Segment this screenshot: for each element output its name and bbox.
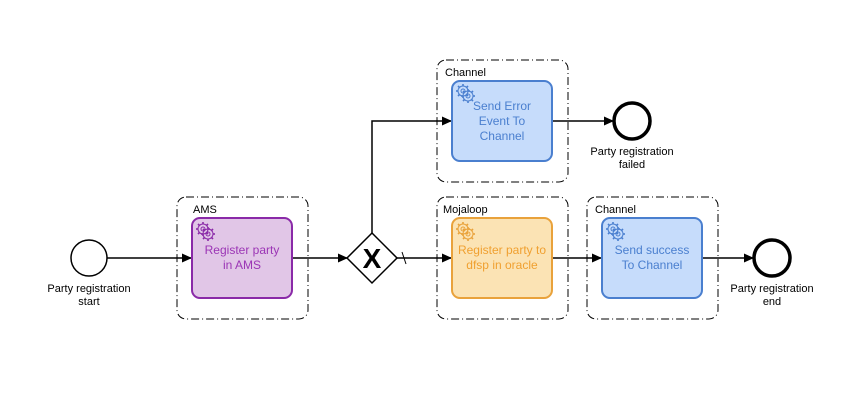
task-register-oracle[interactable]: [451, 217, 553, 299]
start-event[interactable]: [70, 239, 108, 277]
group-label-channel-success: Channel: [595, 204, 636, 216]
task-label-send-success: Send success To Channel: [614, 243, 690, 272]
task-label-register-ams: Register party in AMS: [204, 243, 280, 272]
end-event-failed-label: Party registration failed: [590, 146, 674, 171]
group-label-ams: AMS: [193, 204, 217, 216]
task-send-error[interactable]: [451, 80, 553, 162]
task-register-ams[interactable]: [191, 217, 293, 299]
end-event-success-label: Party registration end: [730, 283, 814, 308]
group-label-mojaloop: Mojaloop: [443, 204, 488, 216]
task-label-register-oracle: Register party to dfsp in oracle: [457, 243, 547, 272]
exclusive-gateway[interactable]: X: [345, 231, 399, 285]
start-event-label: Party registration start: [47, 283, 131, 308]
task-label-send-error: Send Error Event To Channel: [472, 98, 532, 143]
default-flow-marker: [401, 251, 407, 265]
flow-gateway-to-error: [371, 116, 452, 233]
end-event-success[interactable]: [752, 238, 792, 278]
gateway-x-symbol: X: [363, 243, 382, 274]
end-event-failed[interactable]: [612, 101, 652, 141]
task-send-success[interactable]: [601, 217, 703, 299]
group-label-channel-error: Channel: [445, 67, 486, 79]
